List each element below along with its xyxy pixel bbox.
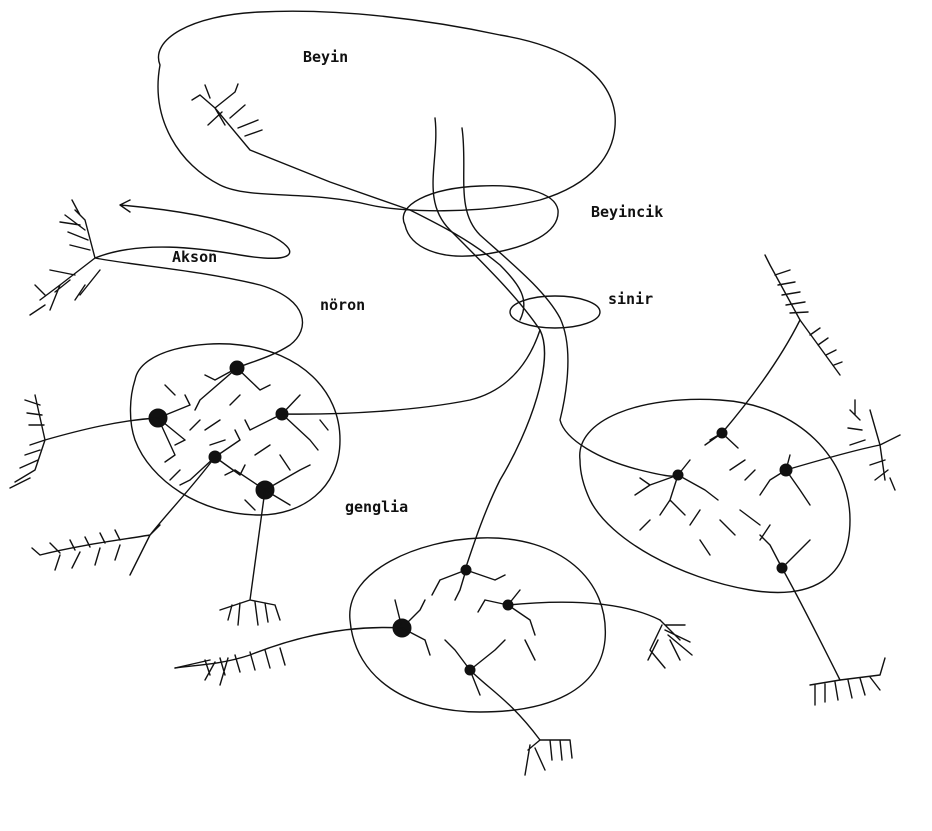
ganglion-right-outline [580, 399, 850, 592]
bottom-ganglion-axon-down [470, 670, 540, 740]
axon-line [95, 200, 302, 368]
top-right-dendrite [765, 255, 842, 375]
ganglion-left-dendrites [158, 368, 328, 510]
right-ganglion-axon-up [722, 320, 800, 433]
cerebellum-label: Beyincik [591, 203, 663, 221]
ganglion-bottom-dendrites [395, 570, 535, 695]
cerebellum-outline [403, 186, 558, 256]
right-ganglion-axon-down [782, 568, 840, 680]
bottom-ganglion-axon-right [508, 602, 660, 620]
bottom-right-far-dendrite [810, 658, 885, 705]
bottom-left-dendrite [220, 490, 280, 625]
bottom-right-dendrite [648, 620, 692, 668]
nerve-fiber-3 [410, 210, 524, 320]
left-ganglion-axon [282, 330, 540, 414]
ganglion-bottom-outline [350, 538, 606, 712]
bottom-down-dendrite [525, 740, 572, 775]
right-ganglion-axon-right [786, 445, 880, 470]
bottom-ganglion-axon-left [175, 627, 402, 668]
ganglion-right-dendrites [635, 433, 810, 568]
right-mid-dendrite [848, 400, 900, 490]
neuron-label: nöron [320, 296, 365, 314]
ganglion-label: genglia [345, 498, 408, 516]
lower-left-dendrite [32, 457, 215, 575]
brain-neuron-tree [192, 84, 410, 210]
brain-outline [158, 11, 615, 211]
top-left-dendrite [30, 200, 100, 315]
axon-label: Akson [172, 248, 217, 266]
brain-label: Beyin [303, 48, 348, 66]
nerve-label: sinir [608, 290, 653, 308]
